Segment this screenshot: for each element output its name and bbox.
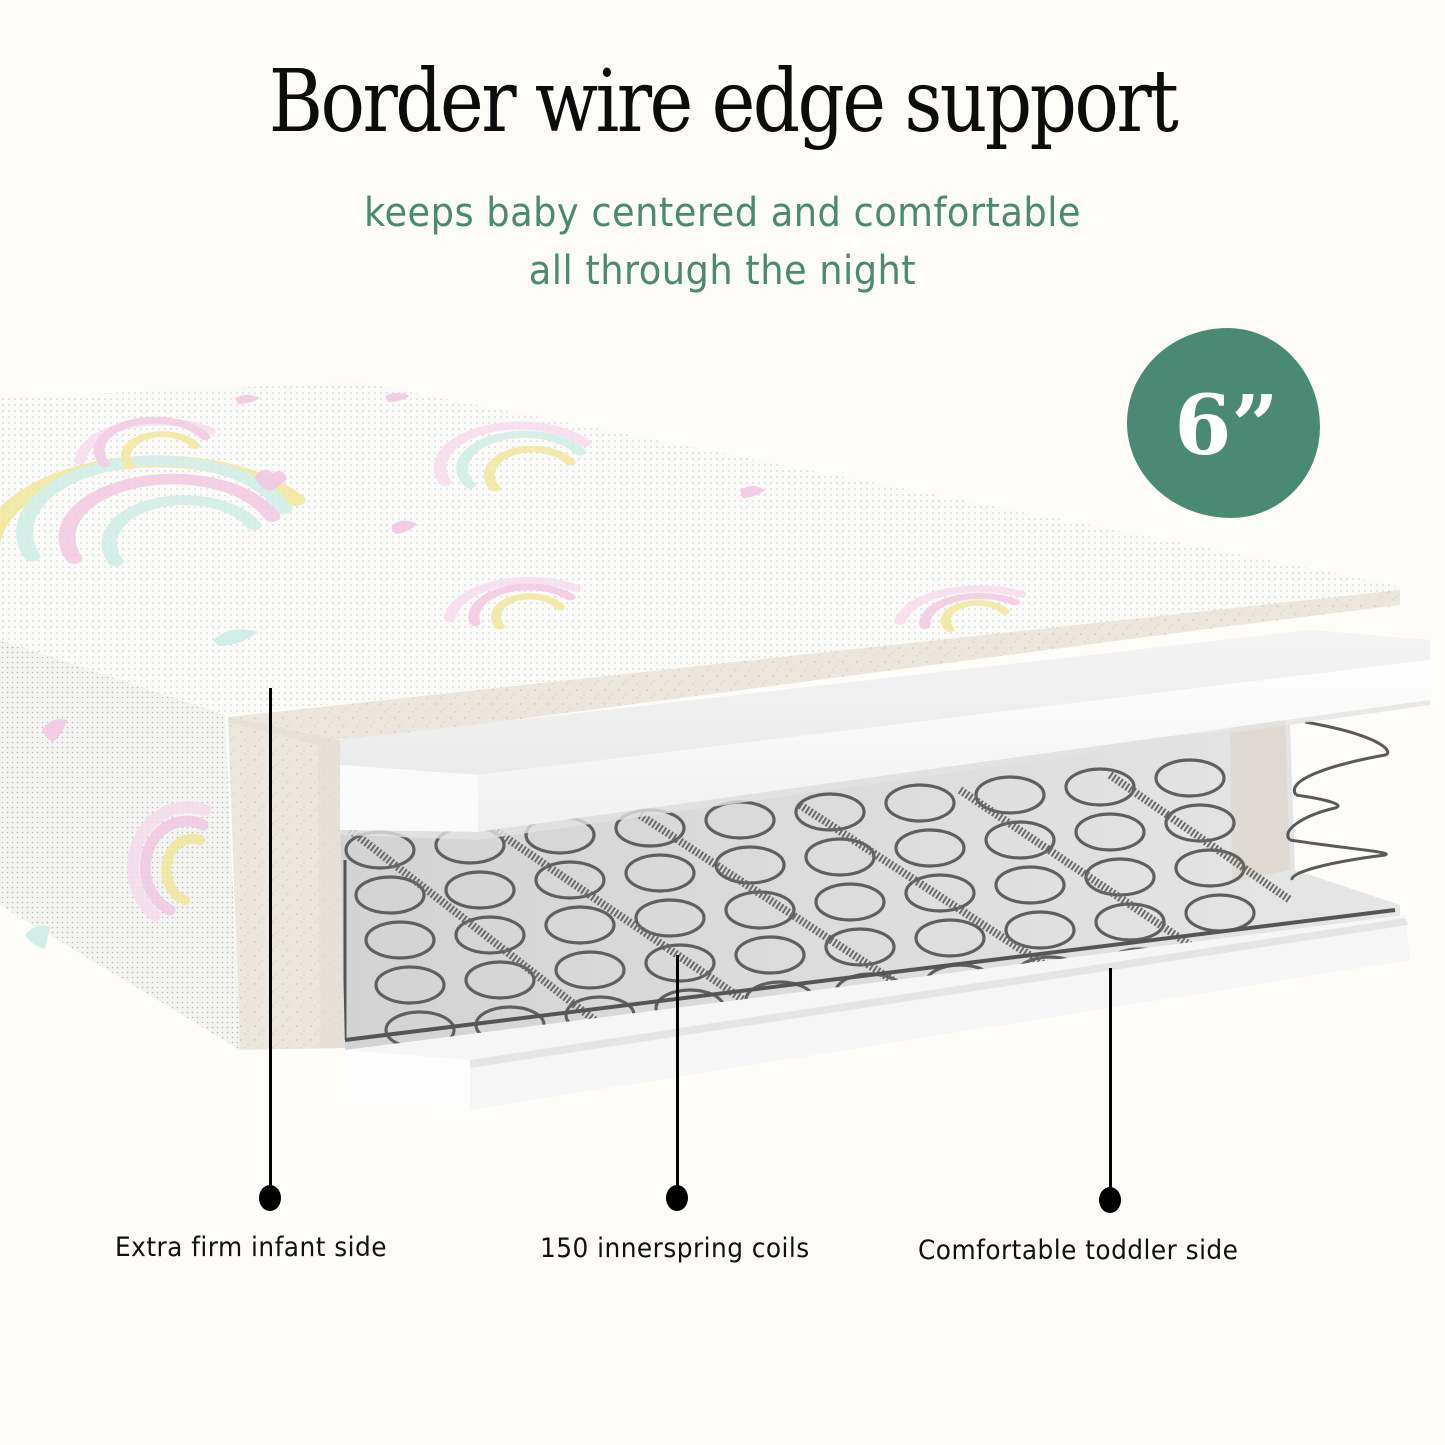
rainbow-print xyxy=(0,416,1026,921)
foam-long-face xyxy=(478,660,1430,832)
callout-dot-coils xyxy=(666,1185,688,1211)
callout-line-infant xyxy=(269,688,272,1198)
subtitle-line-1: keeps baby centered and comfortable xyxy=(364,190,1081,236)
callout-label-coils: 150 innerspring coils xyxy=(540,1233,810,1264)
thickness-value: 6” xyxy=(1174,378,1279,474)
foam-front-face xyxy=(340,765,478,832)
heart-print xyxy=(42,393,765,742)
cover-side xyxy=(0,640,240,1050)
fiber-layer-front xyxy=(228,717,345,1050)
half-circle-print xyxy=(25,629,258,949)
callout-line-coils xyxy=(676,955,679,1198)
callout-dot-toddler xyxy=(1099,1187,1121,1213)
thickness-badge: 6” xyxy=(1127,328,1320,518)
page-title: Border wire edge support xyxy=(268,52,1179,152)
callout-label-toddler: Comfortable toddler side xyxy=(918,1235,1239,1266)
fiber-layer-top xyxy=(228,590,1400,740)
exposed-spring xyxy=(1286,720,1390,881)
foam-top-face xyxy=(340,630,1430,775)
callout-dot-infant xyxy=(259,1185,281,1211)
subtitle-line-2: all through the night xyxy=(528,248,917,294)
callout-line-toddler xyxy=(1109,968,1112,1198)
callout-label-infant: Extra firm infant side xyxy=(115,1232,387,1263)
